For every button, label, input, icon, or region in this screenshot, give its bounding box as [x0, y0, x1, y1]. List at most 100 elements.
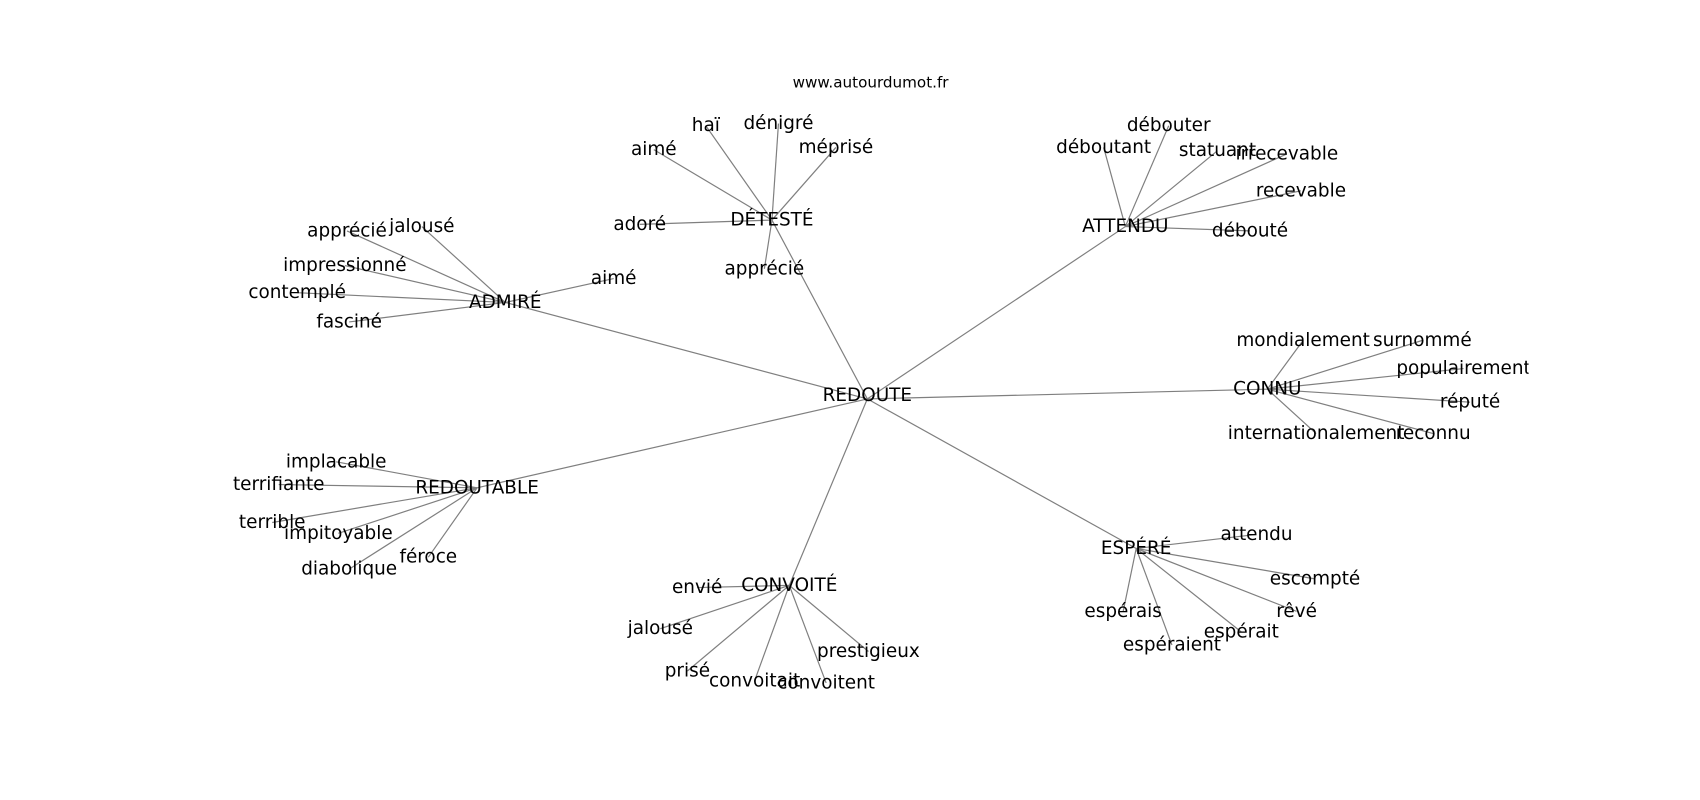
leaf-node-label[interactable]: fasciné [316, 311, 382, 332]
edge-hub-to-leaf [1124, 125, 1170, 227]
edge-hub-to-leaf [346, 230, 506, 303]
edge-hub-to-leaf [771, 123, 780, 221]
edge-hub-to-leaf [660, 584, 790, 630]
edge-hub-to-leaf [1267, 367, 1464, 390]
leaf-node-label[interactable]: mondialement [1236, 330, 1370, 351]
edge-hub-to-leaf [297, 292, 506, 304]
leaf-node-label[interactable]: déboutant [1056, 137, 1151, 158]
edge-hub-to-leaf [1125, 153, 1288, 228]
leaf-node-label[interactable]: convoitent [777, 672, 875, 693]
edges [272, 123, 1471, 684]
edge-hub-to-leaf [1135, 548, 1173, 646]
edge-hub-to-leaf [754, 585, 790, 681]
edge-hub-to-leaf [653, 149, 773, 221]
edge-hub-to-leaf [1125, 190, 1302, 228]
leaf-node-label[interactable]: escompté [1270, 568, 1360, 589]
leaf-node-label[interactable]: contemplé [248, 282, 346, 303]
edge-root-to-hub [505, 301, 868, 400]
site-title: www.autourdumot.fr [793, 73, 950, 91]
leaf-node-label[interactable]: aimé [591, 268, 637, 289]
leaf-node-label[interactable]: débouté [1212, 220, 1288, 241]
leaf-node-label[interactable]: populairement [1396, 358, 1530, 379]
hub-node-label[interactable]: DÉTESTÉ [730, 209, 813, 231]
edge-root-to-hub [476, 398, 868, 489]
leaf-node-label[interactable]: reconnu [1396, 423, 1471, 444]
leaf-node-label[interactable]: envié [672, 577, 722, 598]
leaf-node-label[interactable]: recevable [1256, 180, 1346, 201]
edge-hub-to-leaf [1135, 547, 1297, 612]
edge-hub-to-leaf [763, 219, 773, 269]
leaf-node-label[interactable]: surnommé [1373, 330, 1472, 351]
leaf-node-label[interactable]: féroce [399, 547, 457, 568]
leaf-node-label[interactable]: jalousé [627, 618, 693, 639]
edge-hub-to-leaf [788, 585, 827, 684]
edge-hub-to-leaf [348, 487, 478, 570]
edge-root-to-hub [867, 226, 1126, 400]
hub-node-label[interactable]: CONNU [1233, 379, 1301, 400]
hub-node-label[interactable]: REDOUTABLE [415, 477, 538, 498]
leaf-node-label[interactable]: implacable [286, 451, 387, 472]
edge-hub-to-leaf [1124, 150, 1218, 228]
leaf-node-label[interactable]: dénigré [743, 113, 813, 134]
leaf-node-label[interactable]: impressionné [283, 255, 406, 276]
leaf-node-label[interactable]: espéraient [1123, 634, 1221, 655]
leaf-node-label[interactable]: méprisé [799, 137, 874, 158]
edge-hub-to-leaf [336, 461, 478, 489]
edge-hub-to-leaf [278, 483, 478, 489]
edge-hub-to-leaf [427, 487, 478, 558]
hub-node-label[interactable]: CONVOITÉ [741, 574, 837, 596]
edge-root-to-hub [788, 398, 868, 586]
edge-hub-to-leaf [1136, 547, 1316, 580]
edge-hub-to-leaf [344, 265, 506, 304]
hub-node-label[interactable]: ATTENDU [1082, 216, 1168, 237]
edge-hub-to-leaf [505, 278, 614, 304]
edge-hub-to-leaf [1135, 548, 1242, 633]
leaf-node-label[interactable]: internationalement [1228, 423, 1405, 444]
leaf-node-label[interactable]: apprécié [725, 258, 805, 279]
edge-hub-to-leaf [687, 584, 790, 672]
edge-hub-to-leaf [1267, 388, 1434, 435]
leaf-node-label[interactable]: apprécié [307, 220, 387, 241]
leaf-node-label[interactable]: terrible [239, 512, 306, 533]
edge-hub-to-leaf [1266, 340, 1304, 390]
leaf-node-label[interactable]: espérait [1204, 621, 1279, 642]
edge-root-to-hub [771, 219, 868, 400]
hub-node-label[interactable]: ADMIRÉ [469, 291, 541, 313]
leaf-node-label[interactable]: aimé [631, 139, 677, 160]
edge-hub-to-leaf [1266, 388, 1317, 435]
edge-root-to-hub [867, 388, 1268, 400]
edge-hub-to-leaf [788, 584, 869, 652]
leaf-node-label[interactable]: attendu [1220, 524, 1292, 545]
leaf-node-label[interactable]: réputé [1440, 392, 1500, 413]
leaf-node-label[interactable]: jalousé [388, 216, 454, 237]
leaf-node-label[interactable]: diabolique [301, 559, 397, 580]
edge-hub-to-leaf [639, 219, 772, 225]
leaf-node-label[interactable]: haï [692, 115, 721, 136]
edge-hub-to-leaf [1103, 147, 1126, 227]
edge-hub-to-leaf [1125, 225, 1251, 232]
leaf-node-label[interactable]: adoré [613, 214, 666, 235]
edge-hub-to-leaf [1136, 533, 1257, 550]
edge-hub-to-leaf [1267, 388, 1471, 403]
leaf-node-label[interactable]: rêvé [1276, 601, 1317, 622]
leaf-node-label[interactable]: terrifiante [233, 474, 325, 495]
edge-hub-to-leaf [697, 584, 790, 589]
edge-hub-to-leaf [349, 301, 506, 323]
leaf-node-label[interactable]: irrecevable [1236, 143, 1339, 164]
leaf-node-label[interactable]: prisé [665, 661, 710, 682]
leaf-node-label[interactable]: convoitait [709, 670, 800, 691]
leaf-node-label[interactable]: impitoyable [284, 523, 393, 544]
root-node-label[interactable]: REDOUTE [823, 385, 912, 406]
edge-hub-to-leaf [421, 226, 506, 303]
leaf-node-label[interactable]: débouter [1127, 115, 1211, 136]
edge-hub-to-leaf [272, 487, 478, 524]
edge-hub-to-leaf [771, 147, 837, 221]
leaf-node-label[interactable]: espérais [1084, 601, 1161, 622]
leaf-node-label[interactable]: statuant [1179, 140, 1256, 161]
hub-node-label[interactable]: ESPÉRÉ [1101, 537, 1171, 559]
edge-hub-to-leaf [1122, 548, 1137, 612]
leaf-node-label[interactable]: prestigieux [817, 641, 920, 662]
